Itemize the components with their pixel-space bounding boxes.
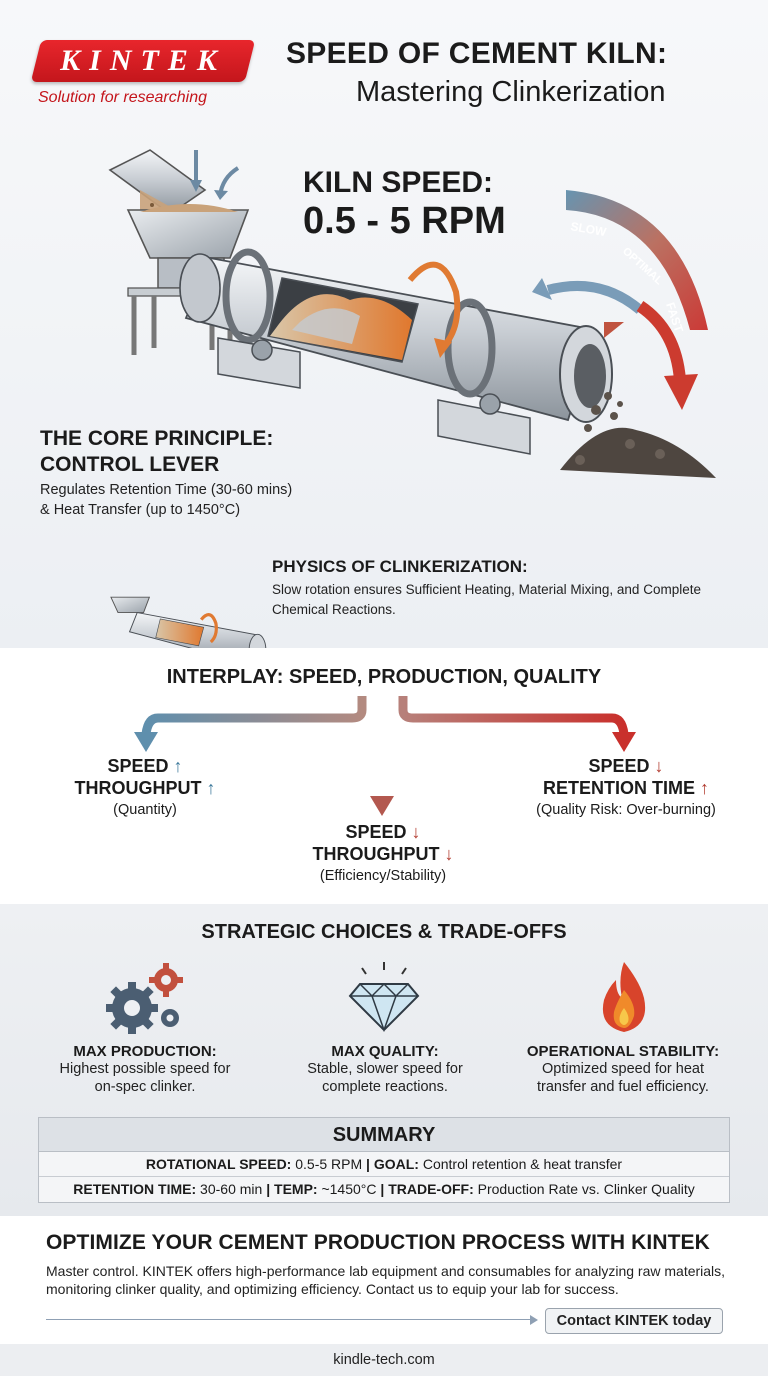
kiln-cylinder xyxy=(179,248,613,423)
diamond-icon xyxy=(348,962,420,1032)
page-title: SPEED OF CEMENT KILN: xyxy=(286,37,668,70)
kiln-speed-value: 0.5 - 5 RPM xyxy=(303,200,506,242)
kiln-supports xyxy=(217,337,531,455)
kintek-logo-text: KINTEK xyxy=(60,44,226,77)
cta-title: OPTIMIZE YOUR CEMENT PRODUCTION PROCESS … xyxy=(46,1231,710,1254)
flame-icon xyxy=(602,962,646,1032)
choice-operational-stability: OPERATIONAL STABILITY: Optimized speed f… xyxy=(526,1043,720,1095)
interplay-right-node: SPEED ↓ RETENTION TIME ↑ (Quality Risk: … xyxy=(536,756,716,818)
gears-icon xyxy=(106,963,183,1034)
choice-max-quality: MAX QUALITY: Stable, slower speed for co… xyxy=(307,1043,463,1095)
down-arrow-icon: ↓ xyxy=(654,756,664,776)
summary-title: SUMMARY xyxy=(39,1118,729,1152)
slow-direction-arrow-icon xyxy=(546,280,644,314)
rotary-kiln-illustration: SLOW OPTIMAL FAST xyxy=(108,149,716,648)
interplay-left-node: SPEED ↑ THROUGHPUT ↑ (Quantity) xyxy=(74,756,216,818)
mini-kiln-illustration xyxy=(110,596,267,648)
summary-table: SUMMARY ROTATIONAL SPEED: 0.5-5 RPM | GO… xyxy=(38,1117,730,1203)
arrow-right-icon xyxy=(612,732,636,752)
down-arrow-icon: ↓ xyxy=(444,844,454,864)
core-principle-title-line2: CONTROL LEVER xyxy=(40,453,220,476)
cta-section: OPTIMIZE YOUR CEMENT PRODUCTION PROCESS … xyxy=(0,1216,768,1344)
core-principle-title: THE CORE PRINCIPLE: CONTROL LEVER xyxy=(40,426,273,478)
core-principle-title-line1: THE CORE PRINCIPLE: xyxy=(40,427,274,450)
footer-site-link[interactable]: kindle-tech.com xyxy=(0,1344,768,1376)
rotation-arrow-icon xyxy=(407,261,461,353)
up-arrow-icon: ↑ xyxy=(700,778,709,798)
summary-row-1: ROTATIONAL SPEED: 0.5-5 RPM | GOAL: Cont… xyxy=(39,1152,729,1177)
interplay-section: INTERPLAY: SPEED, PRODUCTION, QUALITY SP… xyxy=(0,648,768,904)
clinker-pile xyxy=(560,392,716,478)
interplay-arrows xyxy=(134,696,636,816)
down-arrow-icon: ↓ xyxy=(411,822,421,842)
up-arrow-icon: ↑ xyxy=(206,778,216,798)
choice-max-production: MAX PRODUCTION: Highest possible speed f… xyxy=(59,1043,231,1095)
cta-divider-line xyxy=(46,1319,534,1320)
interplay-center-node: SPEED ↓ THROUGHPUT ↓ (Efficiency/Stabili… xyxy=(312,822,454,884)
hero-section: KINTEK Solution for researching SPEED OF… xyxy=(0,0,768,648)
arrow-down-icon xyxy=(370,796,394,816)
core-principle-text: Regulates Retention Time (30-60 mins) & … xyxy=(40,480,292,520)
gauge-label-slow: SLOW xyxy=(569,219,608,239)
up-arrow-icon: ↑ xyxy=(173,756,183,776)
summary-row-2: RETENTION TIME: 30-60 min | TEMP: ~1450°… xyxy=(73,1181,695,1197)
arrow-left-icon xyxy=(134,732,158,752)
page-subtitle: Mastering Clinkerization xyxy=(356,76,666,108)
physics-title: PHYSICS OF CLINKERIZATION: xyxy=(272,557,528,576)
cta-text: Master control. KINTEK offers high-perfo… xyxy=(46,1263,726,1297)
physics-text: Slow rotation ensures Sufficient Heating… xyxy=(272,582,701,617)
interplay-title: INTERPLAY: SPEED, PRODUCTION, QUALITY xyxy=(166,666,602,688)
contact-kintek-button[interactable]: Contact KINTEK today xyxy=(545,1308,723,1334)
kiln-speed-label: KILN SPEED: xyxy=(303,166,494,199)
core-principle-text-line1: Regulates Retention Time (30-60 mins) xyxy=(40,482,293,498)
strategic-title: STRATEGIC CHOICES & TRADE-OFFS xyxy=(201,921,567,943)
arrow-right-icon xyxy=(530,1315,538,1325)
core-principle-text-line2: & Heat Transfer (up to 1450°C) xyxy=(40,502,241,518)
kintek-tagline: Solution for researching xyxy=(38,89,207,106)
fast-arrow-icon xyxy=(664,374,698,410)
